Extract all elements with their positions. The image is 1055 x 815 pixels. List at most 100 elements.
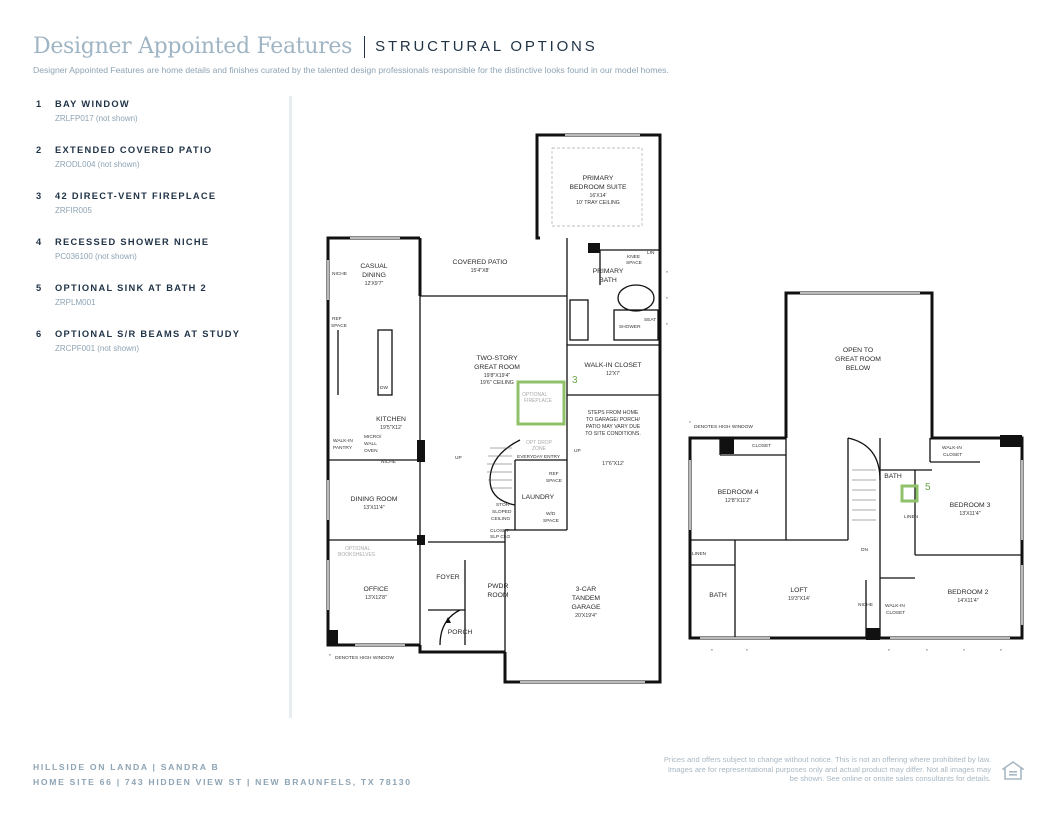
dim-casual-dining: 12'X9'7" <box>365 281 384 287</box>
option-number: 6 <box>36 329 43 339</box>
label-covered-patio: COVERED PATIO <box>453 259 508 266</box>
label-casual-dining: CASUAL <box>360 263 387 270</box>
label-walkin-closet-f2-2: CLOSET <box>943 452 962 458</box>
steps-note-2: TO GARAGE/ PORCH/ <box>586 417 640 423</box>
label-loft: LOFT <box>790 587 807 594</box>
floor1-solids <box>328 243 600 645</box>
floor2-walls <box>688 291 1024 640</box>
label-pwdr-2: ROOM <box>487 592 508 599</box>
dim-office: 13'X12'8" <box>365 595 387 601</box>
label-primary-bath: PRIMARY <box>593 268 624 275</box>
option-code: ZRLFP017 (not shown) <box>55 114 138 123</box>
tray-ceiling-outline <box>551 147 643 227</box>
svg-text:*: * <box>666 296 668 302</box>
label-lin: LIN <box>647 250 655 256</box>
note-great-room-ceiling: 19'6" CEILING <box>480 380 514 386</box>
label-primary-bath-2: BATH <box>599 277 617 284</box>
floor2-interior <box>690 437 1022 638</box>
steps-note-4: TO SITE CONDITIONS. <box>585 431 641 437</box>
label-niche-f2: NICHE <box>858 602 873 608</box>
steps-note-1: STEPS FROM HOME <box>588 410 639 416</box>
option-code: ZRFIR005 <box>55 206 92 215</box>
label-optional-fireplace-2: FIREPLACE <box>524 398 552 404</box>
label-open-to-3: BELOW <box>846 365 871 372</box>
label-ref-space: REF <box>332 316 342 322</box>
footer-disclaimer: Prices and offers subject to change with… <box>663 755 991 783</box>
label-laundry: LAUNDRY <box>522 494 555 501</box>
svg-text:*: * <box>926 648 928 654</box>
option-name: EXTENDED COVERED PATIO <box>55 145 213 155</box>
footer-homesite: HOME SITE 66 | 743 HIDDEN VIEW ST | NEW … <box>33 777 412 787</box>
label-bedroom4: BEDROOM 4 <box>718 489 759 496</box>
label-bath-right: BATH <box>884 473 902 480</box>
label-walkin-closet2: WALK-IN <box>885 603 905 609</box>
label-kitchen: KITCHEN <box>376 416 406 423</box>
dim-garage-bay: 17'6"X12' <box>602 461 624 467</box>
label-bedroom2: BEDROOM 2 <box>948 589 989 596</box>
dim-dining-room: 13'X11'4" <box>363 505 384 511</box>
vertical-divider <box>289 96 292 718</box>
label-wd-space: W/D <box>546 511 556 517</box>
dim-bedroom4: 12'8"X11'2" <box>725 498 751 504</box>
label-dn: DN <box>861 547 868 553</box>
label-garage-3: GARAGE <box>571 604 601 611</box>
fireplace-highlight <box>516 380 566 426</box>
label-walkin-pantry: WALK-IN <box>333 438 353 444</box>
svg-text:*: * <box>711 648 713 654</box>
label-opt-bookshelves-2: BOOKSHELVES <box>338 552 376 558</box>
label-wd-space-2: SPACE <box>543 518 559 524</box>
svg-text:*: * <box>1000 648 1002 654</box>
label-garage: 3-CAR <box>576 586 596 593</box>
option-name: RECESSED SHOWER NICHE <box>55 237 210 247</box>
label-optional-fireplace: OPTIONAL <box>522 392 548 398</box>
dim-kitchen: 19'5"X12' <box>380 425 402 431</box>
label-great-room-2: GREAT ROOM <box>474 364 520 371</box>
label-ref-space2: REF <box>549 471 559 477</box>
svg-text:*: * <box>746 648 748 654</box>
title-line: Designer Appointed Features STRUCTURAL O… <box>33 34 1033 59</box>
label-walkin-closet2-2: CLOSET <box>886 610 905 616</box>
steps-note-3: PATIO MAY VARY DUE <box>586 424 641 430</box>
option-name: OPTIONAL S/R BEAMS AT STUDY <box>55 329 241 339</box>
option-tag-3: 3 <box>572 375 578 386</box>
label-seat: SEAT <box>644 317 656 323</box>
label-linen-right: LINEN <box>904 514 919 520</box>
label-bath-left: BATH <box>709 592 727 599</box>
label-office: OFFICE <box>364 586 389 593</box>
label-primary-suite-2: BEDROOM SUITE <box>569 184 626 191</box>
option-name: OPTIONAL SINK AT BATH 2 <box>55 283 207 293</box>
svg-text:*: * <box>963 648 965 654</box>
dim-great-room: 19'8"X19'4" <box>484 373 511 379</box>
label-walkin-closet: WALK-IN CLOSET <box>584 362 641 369</box>
option-code: PC036100 (not shown) <box>55 252 137 261</box>
label-closet-slp-2: SLP CLG <box>490 534 510 540</box>
footer-address: HILLSIDE ON LANDA | SANDRA B HOME SITE 6… <box>33 760 412 790</box>
label-walkin-pantry-2: PANTRY <box>333 445 353 451</box>
label-dining-room: DINING ROOM <box>351 496 398 503</box>
dim-bedroom2: 14'X11'4" <box>957 598 978 604</box>
label-walkin-closet-f2: WALK-IN <box>942 445 962 451</box>
floor2-stairs <box>852 469 876 521</box>
label-stor-2: SLOPED <box>492 509 512 515</box>
label-up-stairs: UP <box>455 455 462 461</box>
label-opt-bookshelves: OPTIONAL <box>345 546 371 552</box>
label-open-to: OPEN TO <box>843 347 873 354</box>
label-primary-suite: PRIMARY <box>583 175 614 182</box>
sink-highlight <box>900 484 919 503</box>
option-code: ZRODL004 (not shown) <box>55 160 140 169</box>
page-subtitle: STRUCTURAL OPTIONS <box>375 38 598 55</box>
dim-bedroom3: 13'X11'4" <box>959 511 980 517</box>
dim-walkin-closet: 12'X7' <box>606 371 620 377</box>
note-tray-ceiling: 10' TRAY CEILING <box>576 200 620 206</box>
label-ref-space2-2: SPACE <box>546 478 562 484</box>
label-micro-3: OVEN <box>364 448 378 454</box>
label-foyer: FOYER <box>436 574 460 581</box>
high-window-markers: *** ** **** <box>666 270 1002 654</box>
svg-text:*: * <box>888 648 890 654</box>
label-open-to-2: GREAT ROOM <box>835 356 881 363</box>
